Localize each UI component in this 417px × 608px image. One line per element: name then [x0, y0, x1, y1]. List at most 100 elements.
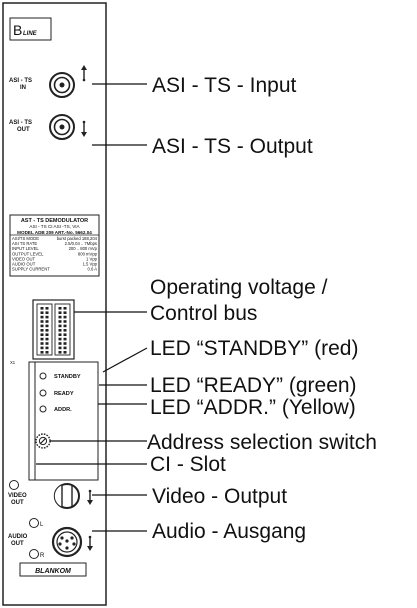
- connector-pin: [58, 333, 62, 336]
- callout-led-addr: LED “ADDR.” (Yellow): [150, 396, 356, 419]
- connector-pin: [58, 307, 62, 310]
- connector-pin: [40, 342, 44, 345]
- card-row-3: MODEL ADB 209 ART.-No. 5662.04: [17, 230, 92, 235]
- connector-pin: [45, 337, 49, 341]
- connector-pin: [40, 337, 44, 341]
- connector-pin: [45, 346, 49, 350]
- connector-pin: [45, 320, 49, 323]
- callout-asi-output: ASI - TS - Output: [152, 135, 313, 158]
- asi-in-label-sub: IN: [20, 85, 26, 91]
- spec-name: INPUT LEVEL: [12, 246, 39, 251]
- address-selection-switch[interactable]: [35, 433, 51, 449]
- connector-pin: [63, 342, 67, 345]
- connector-pin: [63, 329, 67, 332]
- connector-pin: [58, 315, 62, 319]
- connector-pin: [63, 315, 67, 319]
- spec-value: 2.5/0.04 .. 7Mbps: [65, 241, 97, 246]
- asi-in-label: ASI - TS: [9, 78, 32, 84]
- spec-value: 0.6 A: [87, 267, 97, 272]
- audio-output-connector[interactable]: [51, 526, 83, 558]
- connector-pin: [63, 337, 67, 341]
- spec-value: 800 mVpp: [78, 251, 98, 256]
- blankom-logo: BLANKOM: [19, 562, 87, 577]
- connector-pin: [40, 329, 44, 332]
- audio-left-hole: [29, 518, 39, 528]
- connector-pin: [63, 324, 67, 328]
- video-out-label-sub: OUT: [11, 500, 24, 506]
- connector-pin: [45, 324, 49, 328]
- bus-connector: [32, 299, 75, 360]
- video-out-label: VIDEO: [8, 493, 27, 499]
- audio-right-hole: [29, 549, 39, 559]
- connector-pin: [58, 324, 62, 328]
- spec-name: AUDIO OUT: [12, 262, 36, 267]
- connector-pin: [45, 351, 49, 354]
- connector-pin: [63, 346, 67, 350]
- spec-name: SUPPLY CURRENT: [12, 267, 50, 272]
- leader-lines: [36, 83, 148, 532]
- connector-pin: [40, 346, 44, 350]
- callout-audio-output: Audio - Ausgang: [152, 520, 306, 543]
- asi-out-label: ASI - TS: [9, 120, 32, 126]
- brand-name: BLANKOM: [35, 568, 71, 575]
- connector-pin: [63, 307, 67, 310]
- led-ready-label: READY: [54, 391, 74, 397]
- connector-pin: [45, 307, 49, 310]
- spec-value: burst packed 188,204: [57, 236, 98, 241]
- led-standby-label: STANDBY: [54, 374, 81, 380]
- audio-left-label: L: [40, 522, 44, 528]
- connector-pin: [40, 307, 44, 310]
- connector-pin: [58, 311, 62, 314]
- connector-pin: [45, 333, 49, 336]
- asi-output-arrow-icon: [81, 120, 87, 137]
- leader-led-standby: [102, 347, 148, 373]
- connector-pin: [58, 320, 62, 323]
- spec-value: 1 Vpp: [86, 256, 98, 261]
- connector-pin: [40, 311, 44, 314]
- video-output-arrow-icon: [87, 489, 93, 505]
- callout-led-ready: LED “READY” (green): [150, 374, 357, 397]
- b-line-logo: B LINE: [9, 17, 52, 41]
- logo-letter: B: [13, 22, 22, 38]
- ci-slot-frame: [28, 361, 99, 481]
- spec-value: 200 .. 800 mVp: [69, 246, 98, 251]
- connector-pin: [58, 346, 62, 350]
- audio-right-label: R: [40, 553, 45, 559]
- connector-pin: [63, 320, 67, 323]
- callout-video-output: Video - Output: [152, 485, 287, 508]
- connector-pin: [45, 311, 49, 314]
- connector-pin: [63, 333, 67, 336]
- logo-sub: LINE: [23, 31, 38, 37]
- connector-pin: [40, 315, 44, 319]
- callout-voltage-line1: Operating voltage /: [150, 276, 328, 299]
- asi-input-connector[interactable]: [49, 72, 75, 98]
- callout-asi-input: ASI - TS - Input: [152, 74, 296, 97]
- connector-pin: [63, 311, 67, 314]
- connector-pin: [45, 329, 49, 332]
- connector-pin: [45, 315, 49, 319]
- slot-label: X1: [10, 360, 16, 365]
- spec-name: OUTPUT LEVEL: [12, 251, 44, 256]
- asi-output-connector[interactable]: [49, 114, 75, 140]
- led-addr: [39, 405, 47, 413]
- connector-pin: [58, 337, 62, 341]
- audio-out-label: AUDIO: [8, 534, 28, 540]
- ci-slot[interactable]: [28, 361, 36, 481]
- spec-value: 1.5 Vpp: [83, 262, 98, 267]
- asi-input-arrow-icon: [81, 65, 87, 82]
- audio-out-label-sub: OUT: [11, 541, 24, 547]
- audio-output-arrow-icon: [87, 535, 93, 551]
- led-ready: [39, 389, 47, 397]
- callout-voltage-line2: Control bus: [150, 302, 257, 325]
- connector-pin: [58, 329, 62, 332]
- spec-name: ASI TS RATE: [12, 241, 37, 246]
- info-card: AST - TS DEMODULATOR ASI - TS CI ASI -TS…: [9, 214, 100, 277]
- video-output-connector[interactable]: [53, 483, 80, 509]
- callout-ci-slot: CI - Slot: [150, 453, 226, 476]
- connector-pin: [40, 324, 44, 328]
- card-row-2: ASI - TS CI ASI -TS, VIA: [29, 224, 80, 229]
- connector-pin: [40, 333, 44, 336]
- connector-pin: [40, 320, 44, 323]
